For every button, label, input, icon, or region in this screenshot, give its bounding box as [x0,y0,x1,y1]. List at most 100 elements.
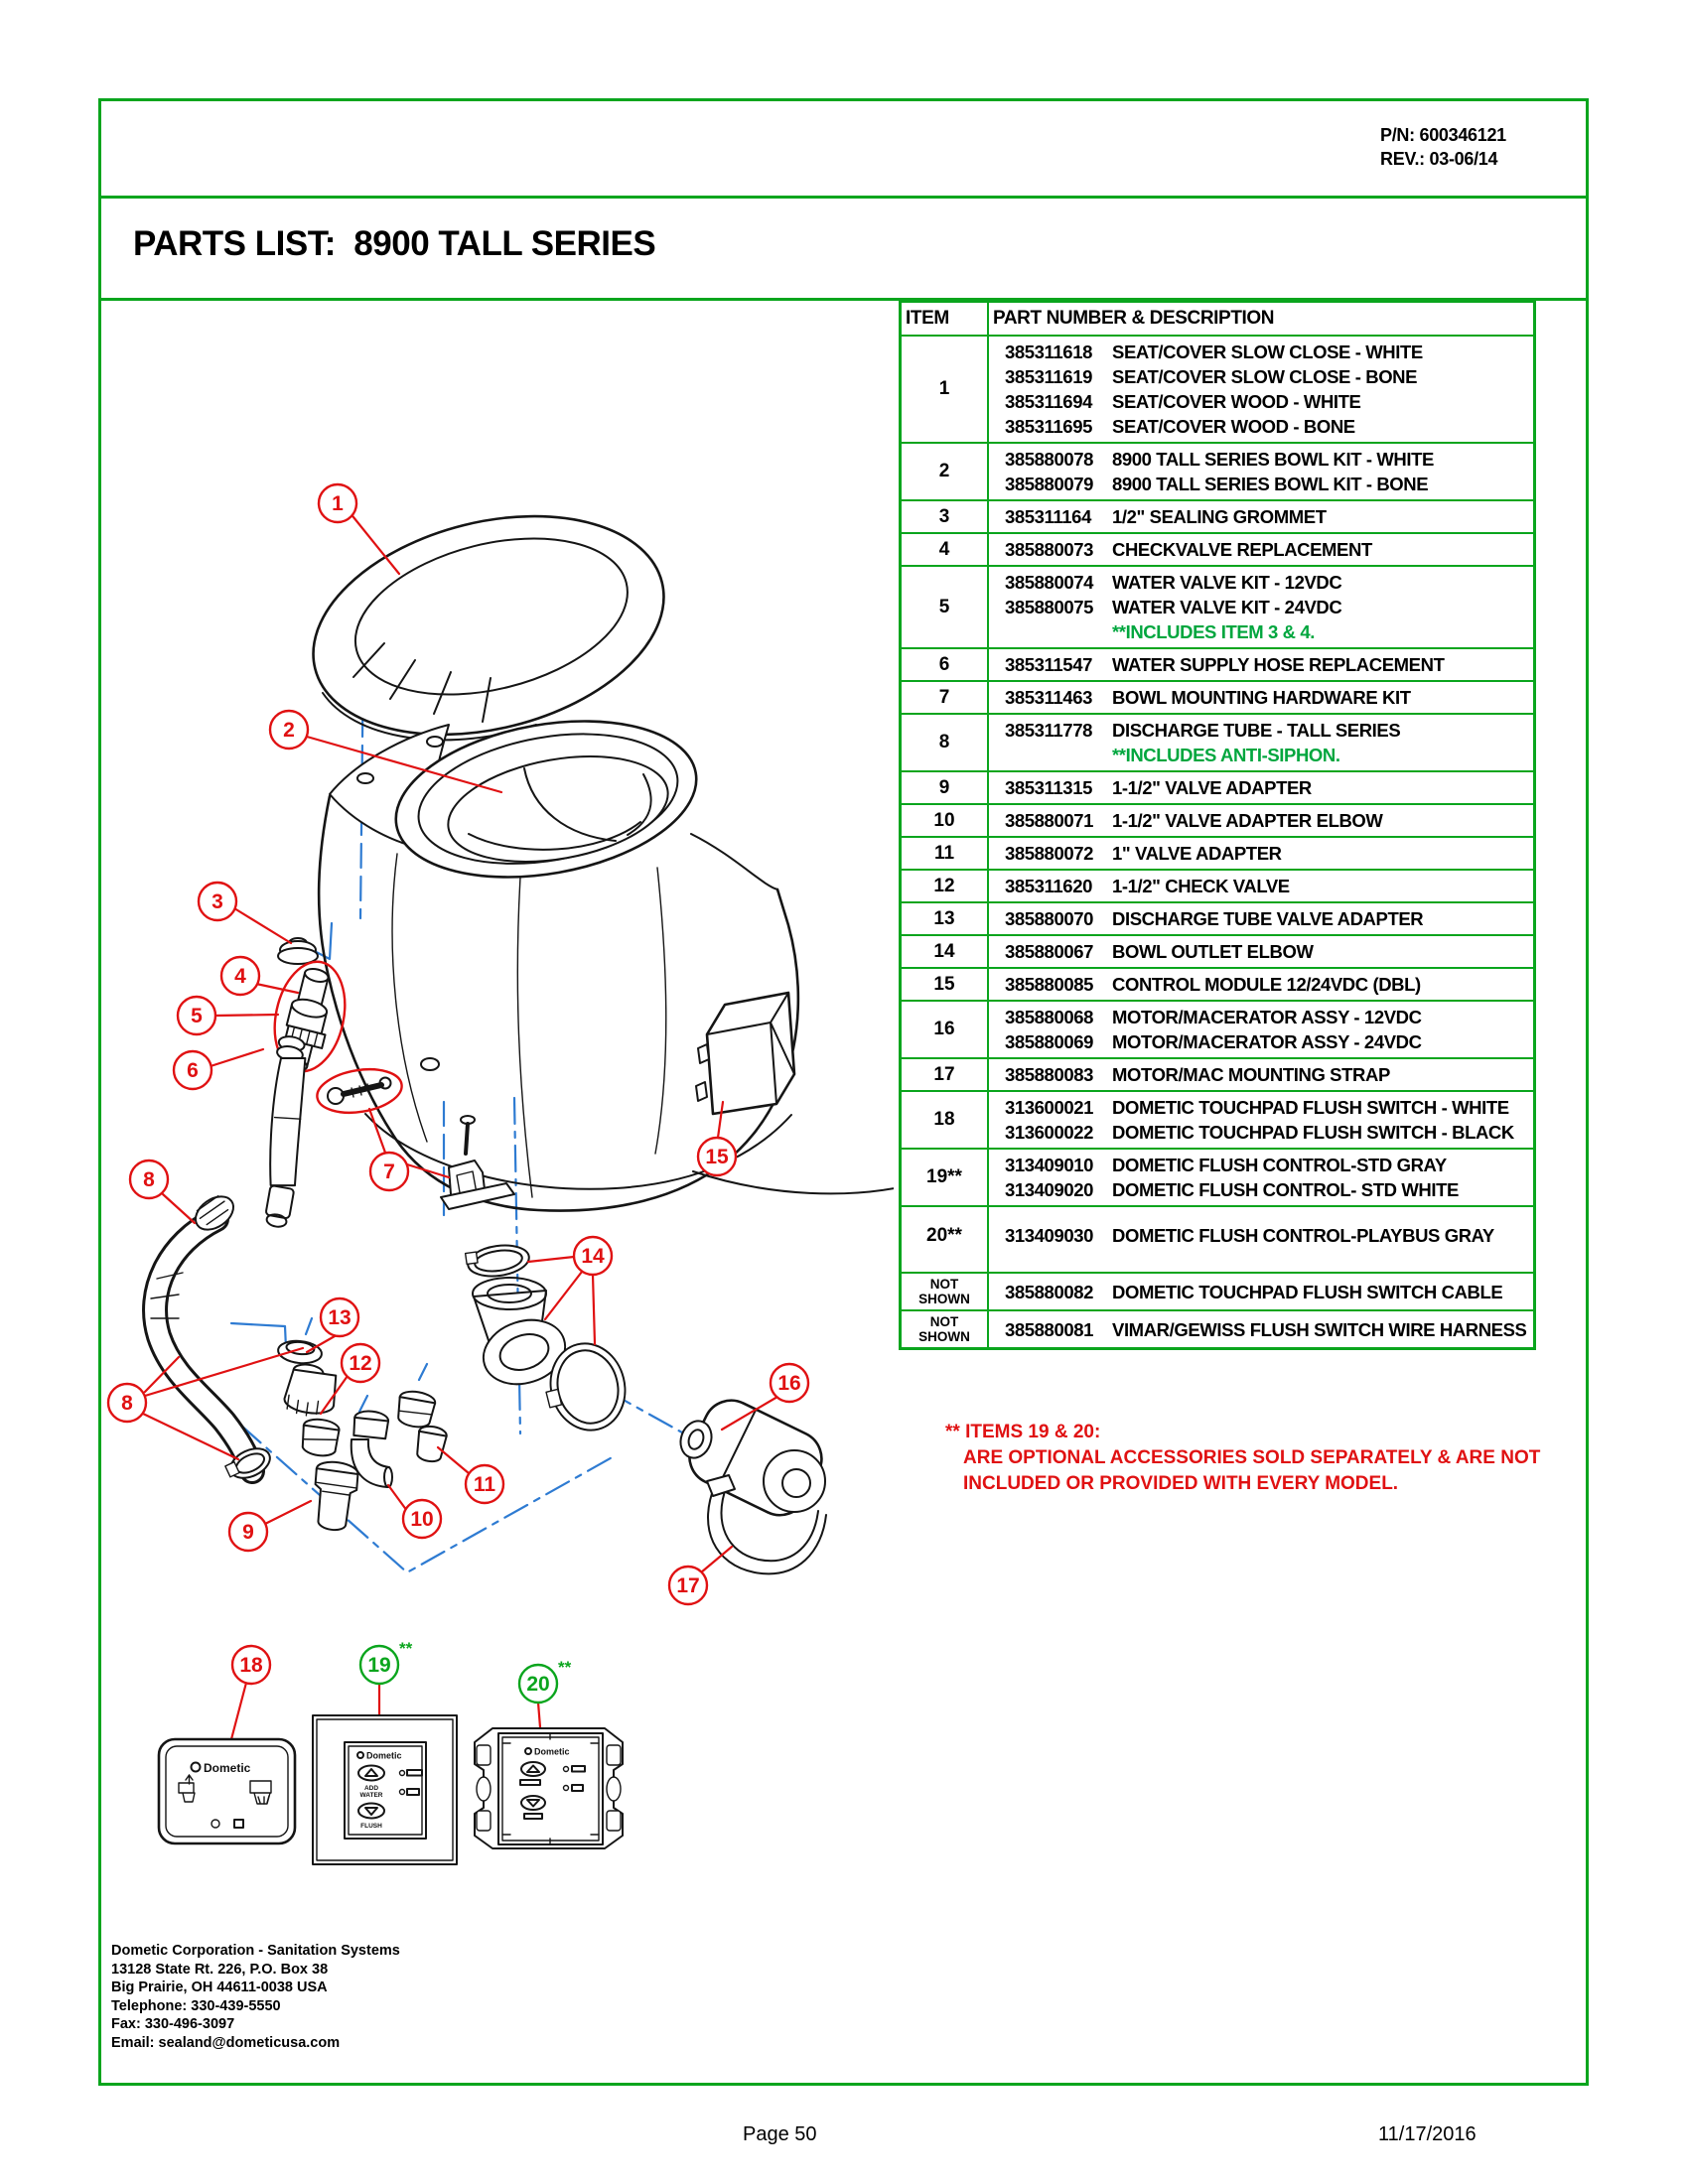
table-header-row: ITEM PART NUMBER & DESCRIPTION [899,300,1536,337]
flush-playbus-panel-drawing: Dometic [474,1727,624,1849]
part-number: 385311547 [1005,654,1092,675]
item-number-cell: 18 [899,1090,989,1150]
seat-cover-drawing [312,514,665,742]
page-number: Page 50 [743,2123,817,2145]
flush-button [520,1795,546,1811]
add-water-button [520,1761,546,1777]
part-description: 1/2" SEALING GROMMET [1112,506,1327,527]
part-description: VIMAR/GEWISS FLUSH SWITCH WIRE HARNESS [1112,1318,1527,1340]
item-number-cell: 3 [899,499,989,534]
table-row: 13 385880070 DISCHARGE TUBE VALVE ADAPTER [899,901,1536,936]
callout-8: 8 [106,1382,148,1424]
svg-text:16: 16 [777,1372,800,1395]
callout-9: 9 [227,1511,269,1553]
part-description: DISCHARGE TUBE VALVE ADAPTER [1112,908,1424,929]
svg-text:4: 4 [234,965,246,988]
part-description: WATER VALVE KIT - 12VDC [1112,572,1342,593]
part-number: 385880085 [1005,974,1093,995]
svg-text:14: 14 [581,1245,605,1268]
part-number: 385880082 [1005,1281,1093,1302]
part-number: 385880075 [1005,597,1093,617]
col-header-item: ITEM [899,300,989,337]
address-line: Telephone: 330-439-5550 [111,1997,281,2014]
part-number: 313409030 [1005,1225,1093,1246]
part-description: SEAT/COVER WOOD - WHITE [1112,391,1361,412]
part-description: MOTOR/MAC MOUNTING STRAP [1112,1064,1390,1085]
part-description: DOMETIC TOUCHPAD FLUSH SWITCH - WHITE [1112,1097,1509,1118]
svg-text:7: 7 [383,1160,395,1183]
part-number: 385880071 [1005,810,1093,831]
part-description: DOMETIC TOUCHPAD FLUSH SWITCH - BLACK [1112,1122,1514,1143]
address-line: Dometic Corporation - Sanitation Systems [111,1943,400,1959]
part-number: 385311694 [1005,391,1092,412]
part-description: DOMETIC TOUCHPAD FLUSH SWITCH CABLE [1112,1281,1503,1302]
valve-adapter-stack [277,1339,359,1532]
led-indicator [562,1765,570,1773]
part-number: 385311620 [1005,876,1092,896]
svg-text:10: 10 [410,1508,433,1531]
flush-std-panel-drawing: Dometic ADD WATER FLUSH [312,1714,458,1865]
svg-text:3: 3 [211,890,223,913]
item-number-cell: 16 [899,1000,989,1059]
svg-text:1: 1 [332,492,344,515]
part-description: DOMETIC FLUSH CONTROL-PLAYBUS GRAY [1112,1225,1494,1246]
item-number-cell: 2 [899,442,989,501]
mounting-strap-drawing [706,1474,827,1575]
part-description: 1-1/2" CHECK VALVE [1112,876,1290,896]
up-arrow-icon [364,1768,378,1777]
item-number-cell: 4 [899,532,989,567]
part-description: SEAT/COVER SLOW CLOSE - BONE [1112,366,1418,387]
callout-7: 7 [368,1151,410,1192]
part-number: 385311778 [1005,720,1092,741]
brand-logo-text: Dometic [204,1761,251,1775]
svg-text:20: 20 [526,1673,549,1696]
part-description: 1-1/2" VALVE ADAPTER ELBOW [1112,810,1383,831]
item-number-cell: 11 [899,836,989,871]
part-number: 313600021 [1005,1097,1093,1118]
adapter-elbow-drawing [350,1410,393,1488]
part-description: DOMETIC FLUSH CONTROL- STD WHITE [1112,1179,1459,1200]
exploded-parts-diagram: Dometic Dometic ADD WATER [106,482,894,1865]
svg-text:15: 15 [705,1146,729,1168]
svg-text:11: 11 [474,1473,496,1496]
part-description: CONTROL MODULE 12/24VDC (DBL) [1112,974,1421,995]
svg-text:6: 6 [187,1059,199,1082]
item-number-cell: 19** [899,1148,989,1207]
add-water-label: WATER [360,1792,383,1799]
callout-2: 2 [268,709,310,751]
part-number: 385311695 [1005,416,1092,437]
flush-label: FLUSH [360,1823,382,1830]
callout-8: 8 [128,1159,170,1200]
part-description: CHECKVALVE REPLACEMENT [1112,539,1372,560]
svg-text:5: 5 [191,1005,203,1027]
callout-20**: 20** [517,1658,572,1705]
item-number-cell: 12 [899,869,989,903]
part-description: DISCHARGE TUBE - TALL SERIES [1112,720,1401,741]
touchpad-panel-drawing: Dometic [157,1737,297,1845]
item-number-cell: 13 [899,901,989,936]
part-description: 8900 TALL SERIES BOWL KIT - WHITE [1112,449,1434,470]
item-number-cell: 14 [899,934,989,969]
part-number: 385880070 [1005,908,1093,929]
part-description: SEAT/COVER WOOD - BONE [1112,416,1355,437]
